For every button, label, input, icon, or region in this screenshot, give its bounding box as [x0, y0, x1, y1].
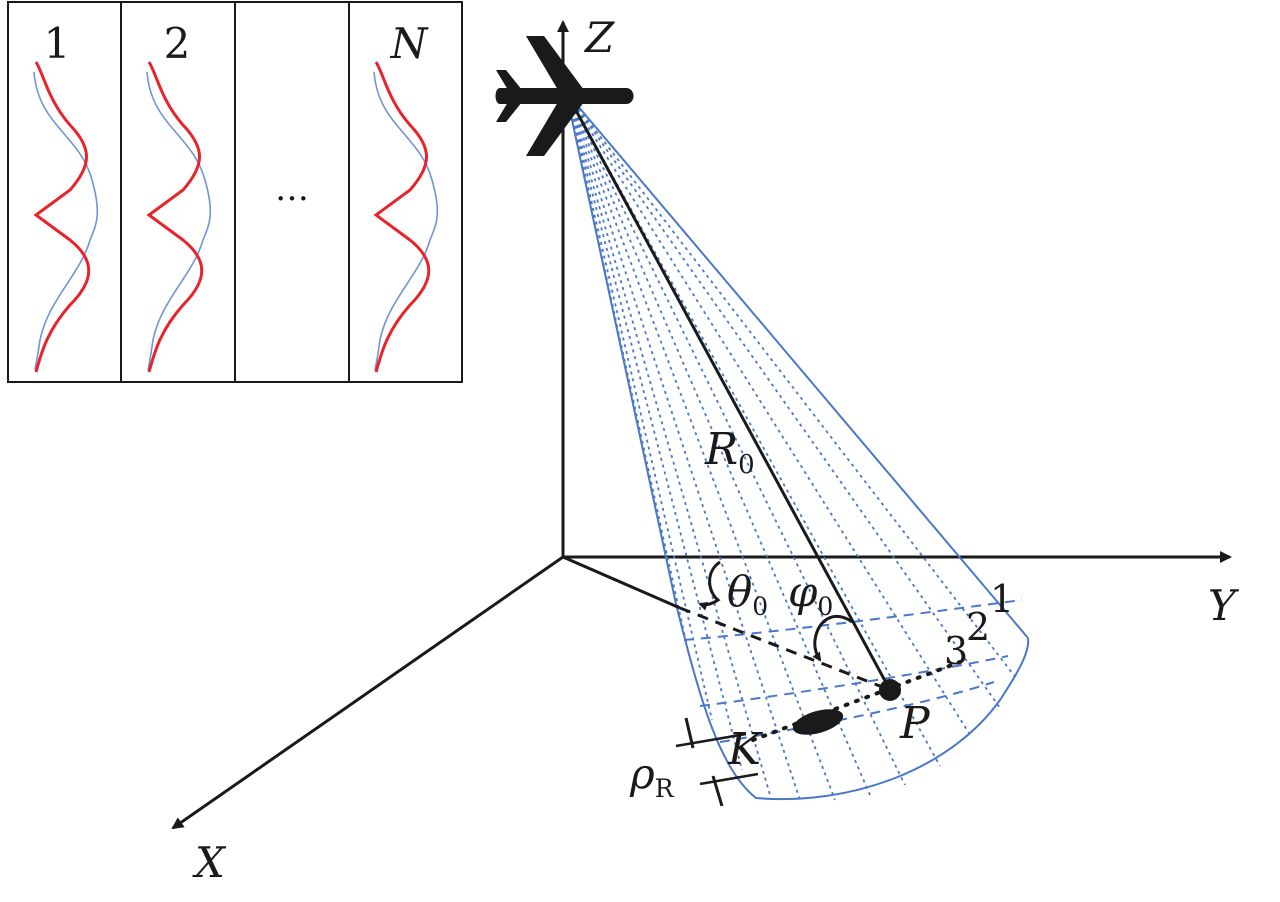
resolution-bracket	[684, 717, 695, 749]
beam-dotted-line	[565, 91, 691, 661]
azimuth-dotted-line	[751, 660, 962, 742]
target-point-k	[792, 709, 844, 735]
z-axis-label: Z	[583, 13, 615, 62]
beam-dotted-line	[565, 91, 713, 721]
resolution-tick	[699, 772, 759, 786]
theta-angle-arc	[698, 560, 721, 611]
coordinate-axes: Z Y X	[171, 13, 1240, 887]
target-point-p	[879, 679, 901, 701]
resolution-marker	[675, 717, 759, 807]
red-waveform-curve	[33, 61, 91, 373]
phi-label: φ0	[788, 567, 833, 621]
red-waveform-curve	[146, 61, 204, 373]
waveform-curves	[33, 61, 439, 373]
range-label: R0	[704, 424, 755, 480]
resolution-bracket	[711, 775, 724, 807]
resolution-tick	[675, 732, 747, 748]
beam-number-2: 2	[966, 605, 990, 649]
range-bin-arc	[719, 681, 995, 743]
airplane-icon	[495, 36, 634, 156]
blue-waveform-curve	[146, 71, 212, 371]
x-axis-label: X	[192, 838, 227, 887]
annotations: R0 θ0 φ0 ρR P K 1 2 3	[629, 424, 1014, 803]
beam-edge-left	[565, 91, 677, 605]
panel-label-2: 2	[164, 19, 191, 68]
beam-dotted-line	[565, 91, 973, 739]
point-p-label: P	[899, 698, 931, 749]
panel-label-n: N	[390, 19, 429, 68]
waveform-cell	[146, 61, 212, 373]
blue-waveform-curve	[33, 71, 99, 371]
range-bin-arc	[683, 599, 1023, 641]
beam-dotted-line	[565, 91, 1001, 709]
beam-dotted-line	[565, 91, 801, 801]
signal-panel: 1 2 … N	[7, 1, 463, 383]
ground-projection-line	[562, 555, 681, 610]
beam-dotted-line	[565, 91, 836, 801]
x-axis	[171, 555, 564, 830]
y-axis-label: Y	[1208, 581, 1240, 630]
beam-dotted-line	[565, 91, 771, 796]
beam-edge-right	[565, 91, 1029, 639]
phi-angle-arc	[812, 615, 853, 662]
blue-waveform-curve	[373, 71, 439, 371]
radar-beam-cone	[565, 91, 1030, 801]
slant-range-line	[564, 91, 892, 691]
beam-dotted-line	[565, 91, 871, 796]
range-bin-arc	[699, 655, 1009, 707]
beam-number-3: 3	[944, 629, 968, 673]
theta-label: θ0	[727, 567, 768, 621]
waveform-cell	[33, 61, 99, 373]
panel-label-1: 1	[44, 19, 71, 68]
beam-dotted-line	[565, 91, 906, 786]
waveform-cell	[373, 61, 439, 373]
beam-number-1: 1	[990, 577, 1014, 621]
rho-label: ρR	[629, 749, 675, 803]
geometry-lines	[562, 91, 962, 742]
red-waveform-curve	[373, 61, 431, 373]
beam-dotted-line	[565, 91, 743, 771]
point-k-label: K	[727, 724, 763, 775]
beam-footprint-outline	[675, 603, 1030, 801]
panel-ellipsis: …	[275, 169, 309, 209]
